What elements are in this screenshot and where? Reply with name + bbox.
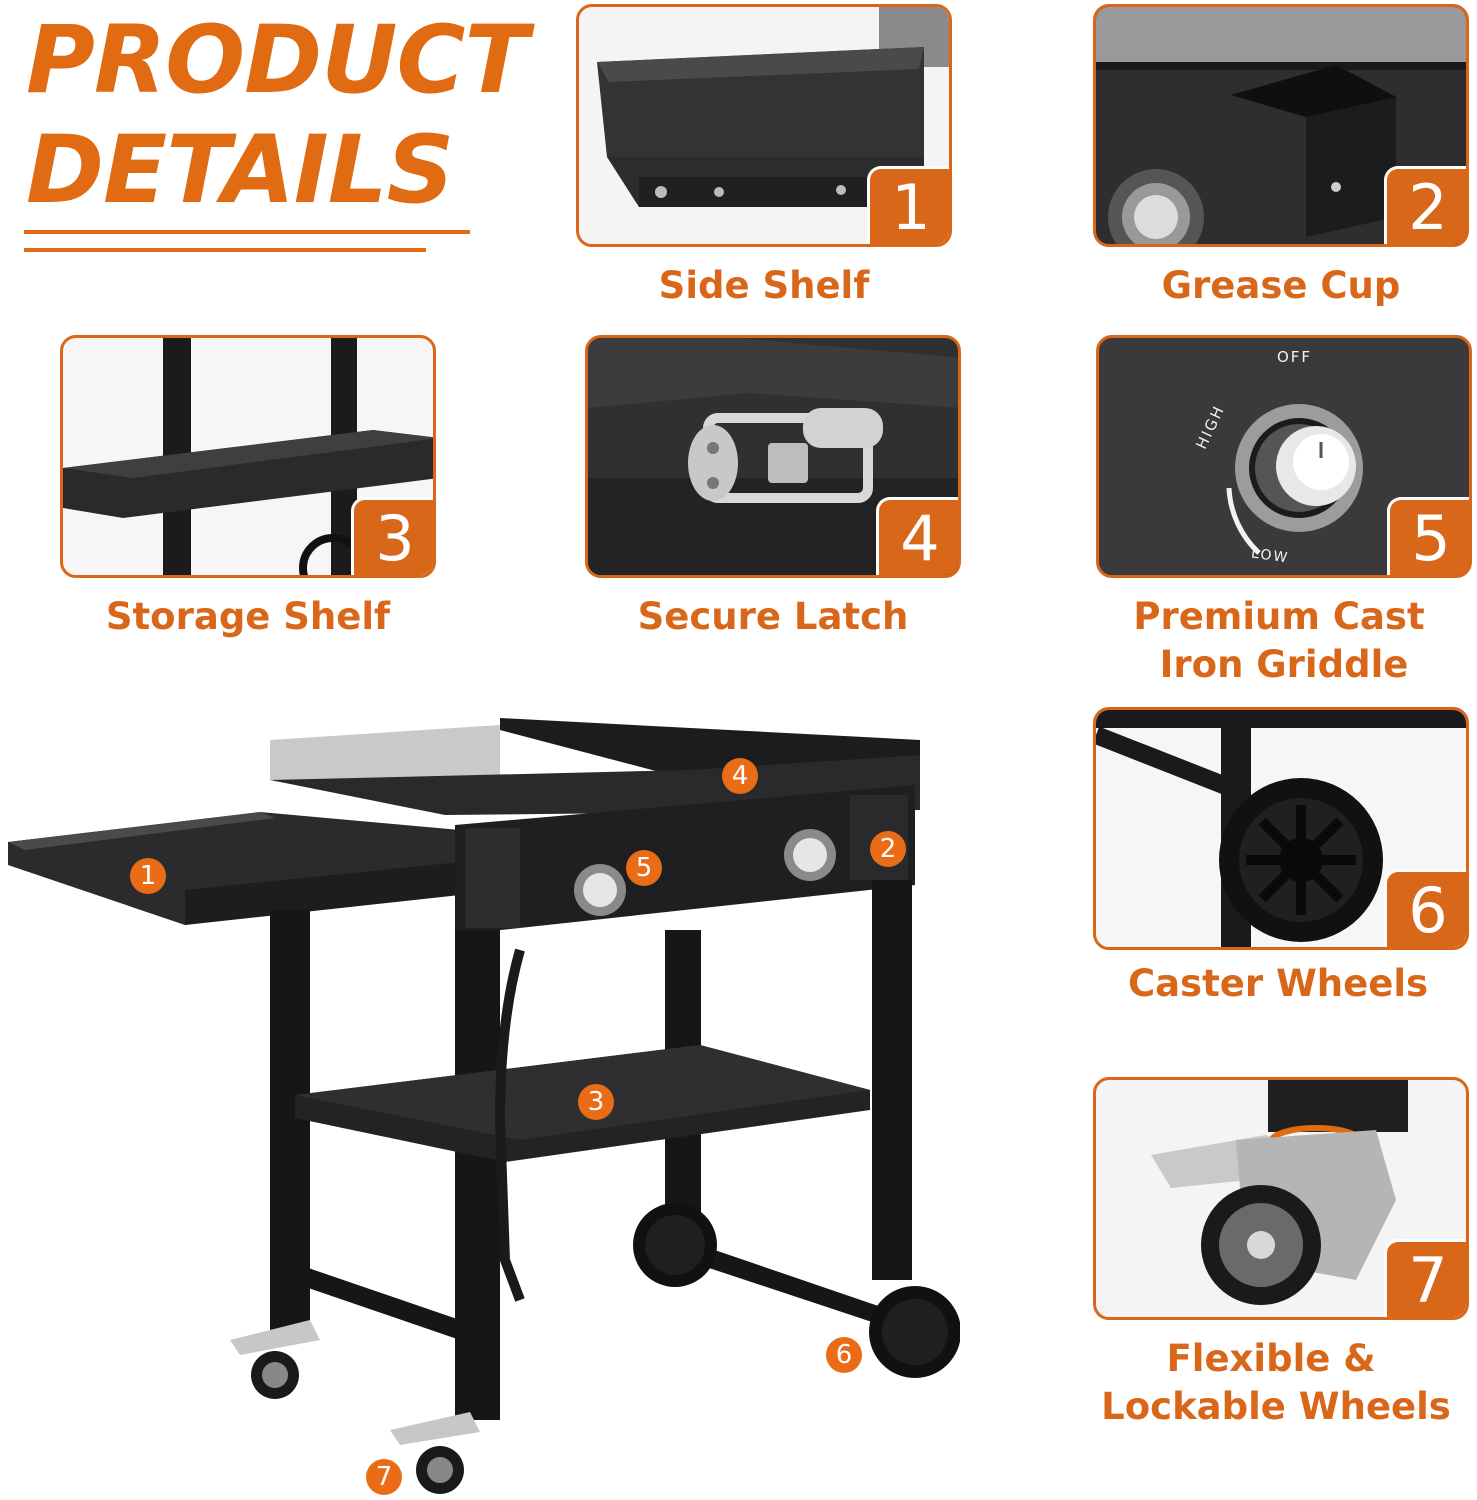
- feature-number-3: 3: [351, 497, 433, 575]
- caption-caster-wheels: Caster Wheels: [1127, 962, 1429, 1005]
- title-line-1: PRODUCT: [26, 6, 529, 115]
- knob-illustration: [1226, 404, 1363, 555]
- secure-latch-photo: 4: [585, 335, 961, 578]
- caption-griddle-line1: Premium Cast: [1133, 595, 1425, 638]
- lockable-wheels-photo: 7: [1093, 1077, 1469, 1320]
- callout-badge-3: 3: [578, 1084, 614, 1120]
- callout-badge-5: 5: [626, 850, 662, 886]
- caption-secure-latch: Secure Latch: [637, 595, 909, 638]
- callout-badge-6: 6: [826, 1337, 862, 1373]
- title-underline-long: [24, 230, 470, 234]
- caption-griddle-line2: Iron Griddle: [1159, 643, 1409, 686]
- grease-cup-illustration: [1096, 7, 1466, 244]
- griddle-cart-product-image: [8, 718, 960, 1494]
- caption-lockable-line2: Lockable Wheels: [1101, 1385, 1451, 1428]
- grease-cup-photo: 2: [1093, 4, 1469, 247]
- callout-badge-1: 1: [130, 858, 166, 894]
- control-knob-photo: OFF HIGH LOW 5: [1096, 335, 1472, 578]
- storage-shelf-photo: 3: [60, 335, 436, 578]
- caption-storage-shelf: Storage Shelf: [105, 595, 391, 638]
- knob-label-off: OFF: [1277, 348, 1313, 366]
- caster-wheels-photo: 6: [1093, 707, 1469, 950]
- side-shelf-photo: 1: [576, 4, 952, 247]
- feature-number-5: 5: [1387, 497, 1469, 575]
- caption-side-shelf: Side Shelf: [658, 264, 870, 307]
- lockable-wheel-illustration: [1151, 1080, 1408, 1305]
- title-underline-short: [24, 248, 426, 252]
- callout-badge-7: 7: [366, 1459, 402, 1495]
- callout-badge-2: 2: [870, 831, 906, 867]
- feature-number-7: 7: [1384, 1239, 1466, 1317]
- caption-lockable-line1: Flexible &: [1166, 1337, 1376, 1380]
- caption-grease-cup: Grease Cup: [1161, 264, 1401, 307]
- caster-wheel-illustration: [1096, 710, 1466, 947]
- title-line-2: DETAILS: [26, 116, 454, 225]
- feature-number-1: 1: [867, 166, 949, 244]
- feature-number-6: 6: [1384, 869, 1466, 947]
- feature-number-4: 4: [876, 497, 958, 575]
- feature-number-2: 2: [1384, 166, 1466, 244]
- callout-badge-4: 4: [722, 758, 758, 794]
